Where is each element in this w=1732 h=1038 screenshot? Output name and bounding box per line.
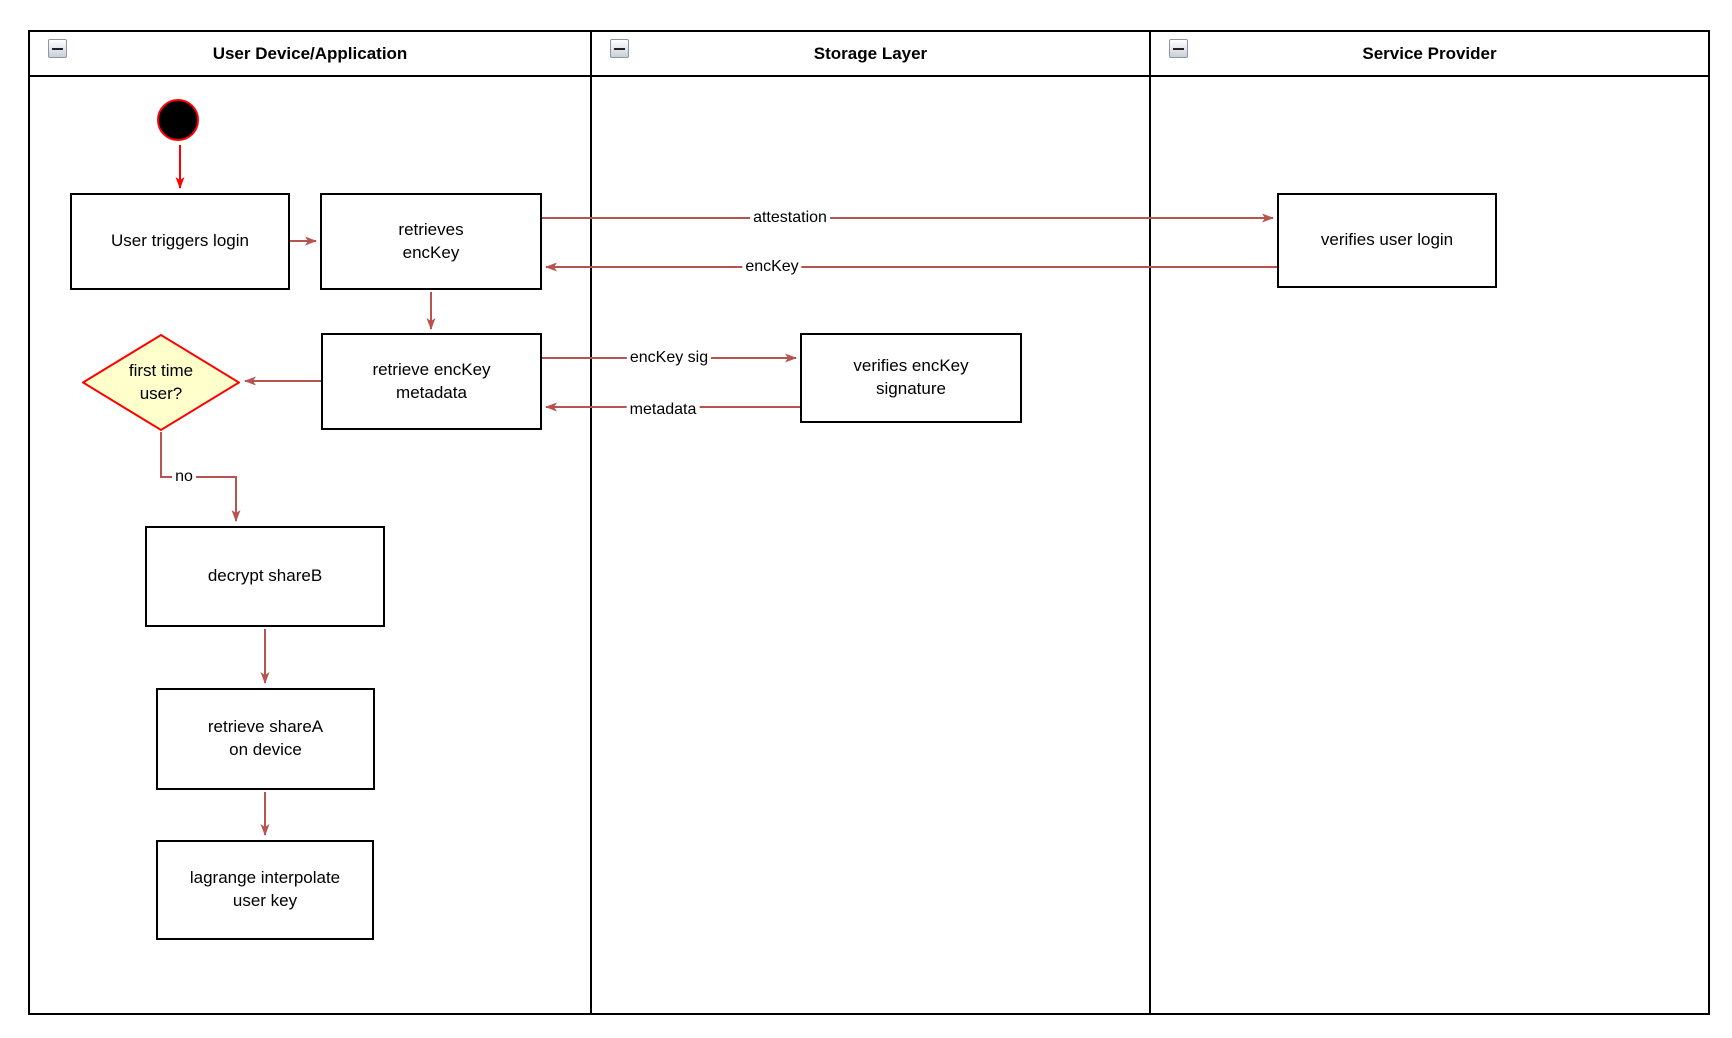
collapse-icon[interactable]: [1169, 39, 1188, 58]
node-lagrange-interpolate[interactable]: lagrange interpolate user key: [156, 840, 374, 940]
node-label: retrieve encKey metadata: [372, 359, 491, 402]
collapse-icon[interactable]: [48, 39, 67, 58]
node-label: decrypt shareB: [207, 566, 323, 586]
edge-label-enckey: encKey: [742, 258, 802, 276]
edge-label-no: no: [172, 468, 196, 486]
edge-label-metadata: metadata: [626, 401, 700, 419]
lane-header-service-provider[interactable]: Service Provider: [1151, 32, 1708, 77]
node-label: verifies encKey signature: [853, 356, 969, 398]
node-label: verifies user login: [1320, 230, 1454, 250]
lane-title: Service Provider: [1362, 43, 1497, 63]
node-retrieve-sharea[interactable]: retrieve shareA on device: [156, 688, 375, 790]
node-retrieves-enckey[interactable]: retrieves encKey: [320, 193, 542, 290]
lane-header-storage-layer[interactable]: Storage Layer: [592, 32, 1149, 77]
node-label: retrieve shareA on device: [207, 717, 324, 759]
lane-title: User Device/Application: [212, 43, 408, 63]
edge-label-attestation: attestation: [750, 209, 830, 227]
lane-service-provider: Service Provider: [1149, 32, 1708, 1013]
node-verifies-enckey-signature[interactable]: verifies encKey signature: [800, 333, 1022, 423]
node-verifies-user-login[interactable]: verifies user login: [1277, 193, 1497, 288]
node-label: retrieves encKey: [398, 219, 464, 262]
lane-user-device: User Device/Application: [30, 32, 590, 1013]
node-label: lagrange interpolate user key: [189, 868, 341, 910]
node-user-triggers-login[interactable]: User triggers login: [70, 193, 290, 290]
edge-label-enckey-sig: encKey sig: [626, 349, 712, 367]
collapse-icon[interactable]: [610, 39, 629, 58]
lane-header-user-device[interactable]: User Device/Application: [30, 32, 590, 77]
node-label: User triggers login: [111, 231, 249, 251]
node-decrypt-shareb[interactable]: decrypt shareB: [145, 526, 385, 627]
initial-node[interactable]: [157, 99, 199, 141]
node-label: first time user?: [128, 361, 194, 403]
lane-title: Storage Layer: [813, 43, 928, 63]
lane-storage-layer: Storage Layer: [590, 32, 1149, 1013]
decision-diamond-shape: [82, 333, 240, 432]
node-retrieve-enckey-metadata[interactable]: retrieve encKey metadata: [321, 333, 542, 430]
node-first-time-user-decision[interactable]: first time user?: [82, 333, 240, 432]
swimlane-pool: User Device/Application Storage Layer Se…: [28, 30, 1710, 1015]
